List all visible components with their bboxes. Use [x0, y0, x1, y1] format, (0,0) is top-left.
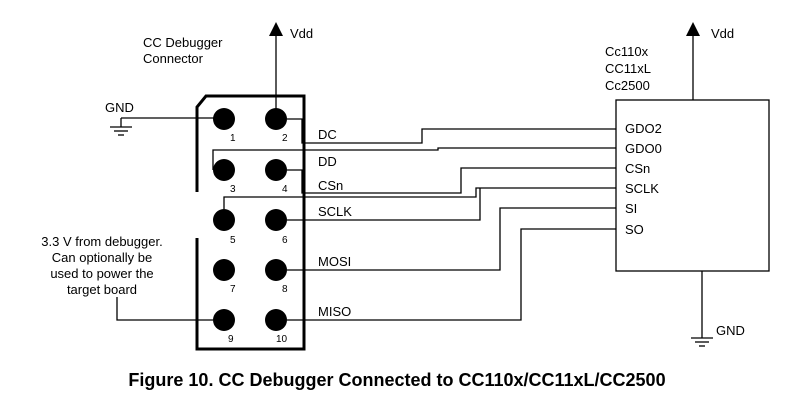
pin-5-number: 5 — [230, 235, 236, 246]
chip-pin-so: SO — [625, 222, 644, 237]
signal-wires: DC DD CSn SCLK MOSI MISO — [212, 118, 616, 321]
pin-6-number: 6 — [282, 235, 288, 246]
signal-dc-label: DC — [318, 127, 337, 142]
chip-vdd-arrow — [686, 22, 700, 36]
chip-vdd-label: Vdd — [711, 26, 734, 41]
connector-gnd-label: GND — [105, 100, 134, 115]
chip-pin-sclk: SCLK — [625, 181, 659, 196]
power-note-line2: Can optionally be — [52, 250, 152, 265]
connector-vdd-label: Vdd — [290, 26, 313, 41]
wire-mosi — [287, 207, 616, 271]
pin-8-number: 8 — [282, 284, 288, 295]
power-note-line4: target board — [67, 282, 137, 297]
pin-10-number: 10 — [276, 334, 288, 345]
pin-7: 7 — [213, 259, 236, 295]
pin-3: 3 — [213, 159, 236, 195]
chip-name-line1: Cc110x — [605, 44, 649, 59]
power-note-wire — [116, 297, 213, 321]
pin-6: 6 — [265, 209, 288, 246]
pin-2-number: 2 — [282, 133, 288, 144]
wire-dd — [212, 147, 616, 170]
pin-4: 4 — [265, 159, 288, 195]
figure-caption: Figure 10. CC Debugger Connected to CC11… — [128, 370, 665, 390]
connector-vdd-arrow — [269, 22, 283, 36]
wire-dc — [287, 118, 616, 144]
power-note: 3.3 V from debugger. Can optionally be u… — [41, 234, 162, 297]
wire-sclk — [223, 187, 616, 209]
connector-body — [195, 94, 306, 351]
signal-sclk-label: SCLK — [318, 204, 352, 219]
signal-csn-label: CSn — [318, 178, 343, 193]
chip-body — [615, 99, 770, 272]
chip-name-line2: CC11xL — [605, 61, 651, 76]
pin-2: 2 — [265, 108, 288, 144]
pin-1: 1 — [213, 108, 236, 144]
connector-title-line1: CC Debugger — [143, 35, 223, 50]
pin-8: 8 — [265, 259, 288, 295]
pin-4-number: 4 — [282, 184, 288, 195]
power-note-line1: 3.3 V from debugger. — [41, 234, 162, 249]
connector-ground-symbol — [110, 126, 132, 136]
connector-title-line2: Connector — [143, 51, 204, 66]
debugger-connector: CC Debugger Connector Vdd GND 1 2 3 4 5 … — [41, 22, 313, 351]
pin-1-number: 1 — [230, 133, 236, 144]
chip-name-line3: Cc2500 — [605, 78, 650, 93]
chip-pin-csn: CSn — [625, 161, 650, 176]
chip-pin-si: SI — [625, 201, 637, 216]
signal-miso-label: MISO — [318, 304, 351, 319]
pin-10: 10 — [265, 309, 288, 345]
wire-pin6 — [287, 188, 481, 221]
power-note-line3: used to power the — [50, 266, 153, 281]
signal-mosi-label: MOSI — [318, 254, 351, 269]
pin-7-number: 7 — [230, 284, 236, 295]
chip-pin-gdo2: GDO2 — [625, 121, 662, 136]
pin-5: 5 — [213, 209, 236, 246]
chip-pin-gdo0: GDO0 — [625, 141, 662, 156]
wire-csn — [287, 167, 616, 194]
wire-miso — [287, 228, 616, 321]
chip-ground-symbol — [691, 337, 713, 347]
target-chip: Cc110x CC11xL Cc2500 Vdd GDO2 GDO0 CSn S… — [605, 22, 770, 347]
pin-3-number: 3 — [230, 184, 236, 195]
chip-gnd-label: GND — [716, 323, 745, 338]
signal-dd-label: DD — [318, 154, 337, 169]
pin-9-number: 9 — [228, 334, 234, 345]
pin-9: 9 — [213, 309, 235, 345]
